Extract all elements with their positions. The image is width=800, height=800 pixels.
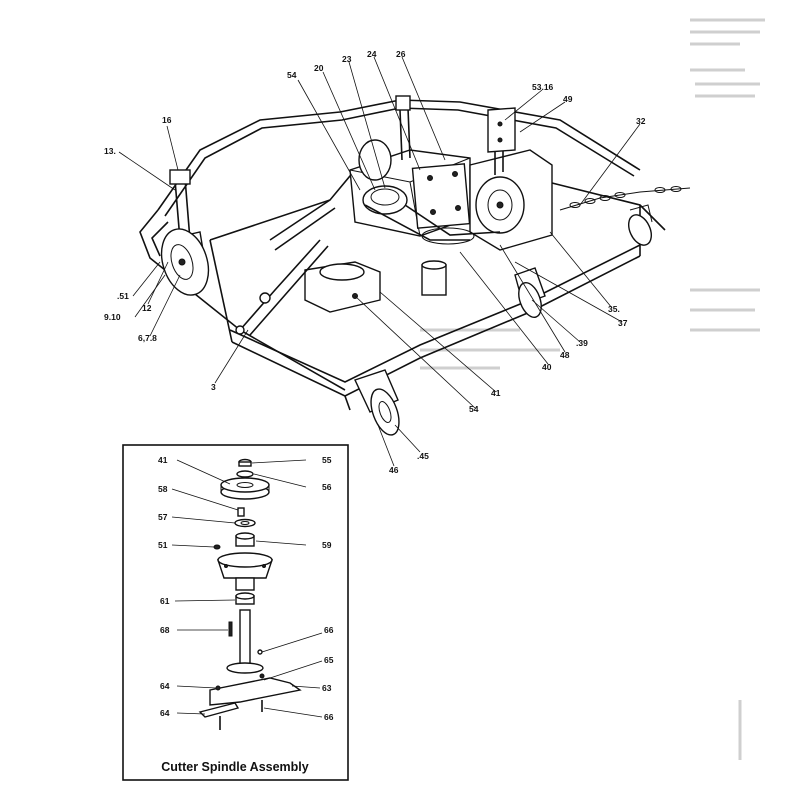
inset-callout-label: 64: [160, 681, 170, 691]
callout-label: 16: [162, 115, 172, 125]
callout-label: 32: [636, 116, 646, 126]
inset-callouts: 41 55 56 58 57 51 59 61 68 66 65 64 63 6…: [158, 455, 334, 722]
inset-callout-label: 65: [324, 655, 334, 665]
callout-label: 6,7.8: [138, 333, 157, 343]
callout-label: 46: [389, 465, 399, 475]
callout-label: 3: [211, 382, 216, 392]
inset-callout-label: 63: [322, 683, 332, 693]
main-callouts: 16 13. 54 20 23 24 26 53.16 49 32 .51 12…: [104, 49, 646, 475]
callout-label: 13.: [104, 146, 116, 156]
inset-caption: Cutter Spindle Assembly: [161, 760, 309, 774]
callout-label: .39: [576, 338, 588, 348]
mower-deck-drawing: [139, 95, 691, 436]
callout-label: 48: [560, 350, 570, 360]
inset-callout-label: 56: [322, 482, 332, 492]
inset-callout-label: 61: [160, 596, 170, 606]
inset-callout-label: 66: [324, 712, 334, 722]
inset-frame: [122, 444, 349, 781]
callout-label: 53.16: [532, 82, 554, 92]
inset-callout-label: 41: [158, 455, 168, 465]
main-leader-lines: [118, 56, 641, 467]
callout-label: 12: [142, 303, 152, 313]
callout-label: .51: [117, 291, 129, 301]
callout-label: .45: [417, 451, 429, 461]
callout-label: 41: [491, 388, 501, 398]
inset-callout-label: 55: [322, 455, 332, 465]
inset-leader-lines: [171, 459, 323, 718]
callout-label: 54: [469, 404, 479, 414]
callout-label: 26: [396, 49, 406, 59]
inset-callout-label: 68: [160, 625, 170, 635]
inset-callout-label: 57: [158, 512, 168, 522]
inset-callout-label: 66: [324, 625, 334, 635]
callout-label: 54: [287, 70, 297, 80]
inset-callout-label: 51: [158, 540, 168, 550]
inset-callout-label: 64: [160, 708, 170, 718]
inset-callout-label: 58: [158, 484, 168, 494]
callout-label: 37: [618, 318, 628, 328]
callout-label: 35.: [608, 304, 620, 314]
inset-callout-label: 59: [322, 540, 332, 550]
callout-label: 9.10: [104, 312, 121, 322]
callout-label: 49: [563, 94, 573, 104]
callout-label: 40: [542, 362, 552, 372]
callout-label: 24: [367, 49, 377, 59]
hitch-chain: [569, 186, 682, 208]
callout-label: 20: [314, 63, 324, 73]
cutter-spindle-inset: [122, 444, 349, 781]
callout-label: 23: [342, 54, 352, 64]
